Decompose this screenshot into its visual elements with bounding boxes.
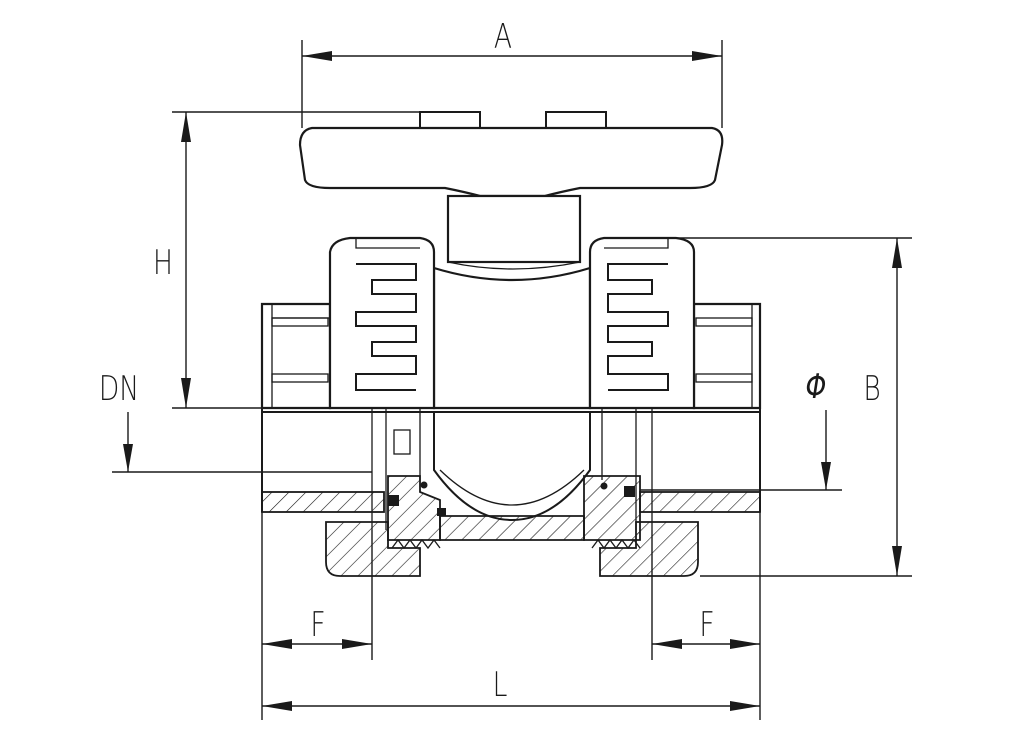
pipe-section bbox=[261, 407, 761, 530]
dimension-h: H bbox=[153, 112, 191, 408]
handle-stem bbox=[446, 194, 582, 264]
left-end-cap bbox=[328, 236, 436, 410]
label-b: B bbox=[863, 370, 880, 409]
label-phi: Φ bbox=[806, 368, 827, 407]
right-pipe-wall bbox=[639, 491, 761, 513]
valve-handle bbox=[298, 111, 724, 264]
body-bottom-section bbox=[439, 515, 585, 541]
right-union-nut bbox=[692, 302, 762, 410]
left-seal-carrier bbox=[387, 475, 441, 541]
right-seal-carrier bbox=[583, 475, 641, 541]
bottom-o-ring bbox=[437, 508, 446, 516]
right-nut-section bbox=[599, 521, 699, 577]
dimension-f-left: F bbox=[262, 606, 372, 649]
dimension-b: B bbox=[863, 238, 902, 576]
handle-lever bbox=[298, 126, 724, 198]
right-end-cap bbox=[588, 236, 696, 410]
dimension-l: L bbox=[262, 666, 760, 711]
dimension-dn: DN bbox=[99, 370, 139, 472]
label-f-left: F bbox=[310, 606, 325, 645]
o-ring-seals bbox=[388, 481, 635, 516]
left-nut-section bbox=[325, 521, 421, 577]
dimension-phi: Φ bbox=[806, 368, 831, 490]
dimension-f-right: F bbox=[652, 606, 760, 649]
handle-top-insert-left bbox=[419, 111, 481, 129]
label-l: L bbox=[493, 666, 508, 705]
label-a: A bbox=[494, 18, 512, 57]
handle-top-insert-right bbox=[545, 111, 607, 129]
left-pipe-wall bbox=[261, 491, 385, 513]
label-h: H bbox=[153, 244, 173, 283]
label-dn: DN bbox=[99, 370, 139, 409]
left-union-nut bbox=[260, 302, 332, 410]
extension-lines bbox=[112, 40, 912, 720]
right-o-ring bbox=[624, 486, 635, 497]
hatched-sections bbox=[261, 475, 761, 577]
left-o-ring bbox=[388, 495, 399, 506]
dimension-a: A bbox=[302, 18, 722, 61]
label-f-right: F bbox=[699, 606, 714, 645]
valve-body bbox=[432, 261, 592, 410]
